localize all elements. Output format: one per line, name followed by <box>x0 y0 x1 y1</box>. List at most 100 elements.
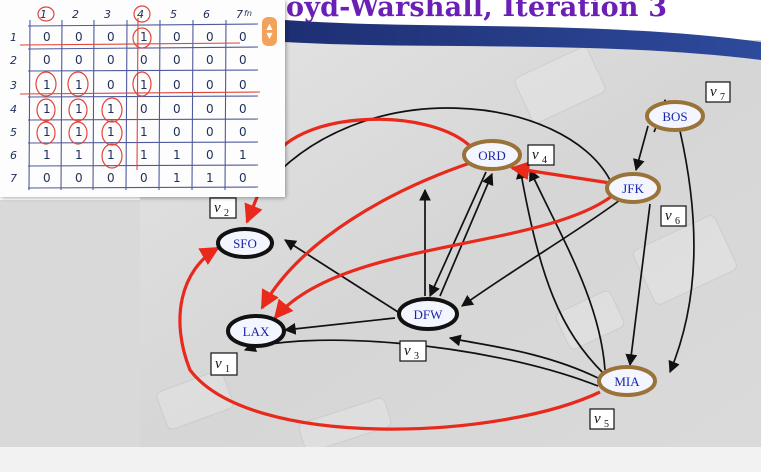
graph-node-jfk: JFK <box>607 174 659 202</box>
vertex-label-v6: v 6 <box>661 206 686 227</box>
matrix-cell: 0 <box>43 53 51 67</box>
matrix-cell: 0 <box>239 53 247 67</box>
matrix-cell: 0 <box>173 125 181 139</box>
matrix-cell: 0 <box>75 30 83 44</box>
matrix-cell: 0 <box>206 125 214 139</box>
svg-text:2: 2 <box>224 208 229 219</box>
svg-text:v: v <box>214 200 221 216</box>
matrix-cell: 0 <box>107 171 115 185</box>
matrix-cell: 0 <box>43 171 51 185</box>
matrix-cell: 0 <box>140 171 148 185</box>
col-header-7: 7 <box>236 8 243 21</box>
svg-text:v: v <box>215 356 222 372</box>
matrix-cell: 0 <box>239 102 247 116</box>
row-header-2: 2 <box>10 54 17 67</box>
matrix-cell: 0 <box>239 30 247 44</box>
row-header-3: 3 <box>10 79 17 92</box>
node-label-jfk: JFK <box>622 181 644 196</box>
vertex-label-v7: v 7 <box>706 82 730 103</box>
matrix-cell: 0 <box>173 102 181 116</box>
vertex-label-v2: v 2 <box>210 198 236 219</box>
matrix-cell: 1 <box>173 171 181 185</box>
matrix-cell: 1 <box>239 148 247 162</box>
col-header-3: 3 <box>104 8 111 21</box>
matrix-cell: 1 <box>107 125 115 139</box>
node-label-bos: BOS <box>662 109 687 124</box>
matrix-cell: 1 <box>75 102 83 116</box>
vertex-label-v1: v 1 <box>211 353 237 375</box>
graph-node-ord: ORD <box>464 141 520 169</box>
svg-text:5: 5 <box>604 419 609 430</box>
matrix-cell: 1 <box>43 78 51 92</box>
col-header-4: 4 <box>137 8 144 21</box>
svg-text:1: 1 <box>225 364 230 375</box>
matrix-cell: 1 <box>43 125 51 139</box>
node-label-lax: LAX <box>243 324 270 339</box>
matrix-cell: 0 <box>206 53 214 67</box>
graph-node-lax: LAX <box>228 316 284 346</box>
vertex-label-v5: v 5 <box>590 409 614 430</box>
matrix-cell: 0 <box>206 102 214 116</box>
graph-node-dfw: DFW <box>399 299 457 329</box>
matrix-cell: 1 <box>140 30 148 44</box>
matrix-cell: 0 <box>107 30 115 44</box>
matrix-cell: 1 <box>43 148 51 162</box>
matrix-cell: 0 <box>75 53 83 67</box>
graph-node-sfo: SFO <box>218 229 272 257</box>
node-label-mia: MIA <box>614 374 640 389</box>
matrix-cell: 1 <box>140 148 148 162</box>
col-header-6: 6 <box>203 8 210 21</box>
matrix-cell: 0 <box>239 125 247 139</box>
svg-text:v: v <box>594 411 601 427</box>
row-header-6: 6 <box>10 149 17 162</box>
graph-node-mia: MIA <box>599 367 655 395</box>
distance-matrix: 0 0 0 1 0 0 0 0 0 0 0 0 0 0 1 1 0 1 0 0 0 1 1 1 0 0 0 0 1 1 1 1 0 0 0 1 1 1 1 1… <box>43 30 247 185</box>
svg-text:7: 7 <box>720 92 725 103</box>
matrix-cell: 1 <box>140 125 148 139</box>
col-header-5: 5 <box>170 8 177 21</box>
svg-text:v: v <box>665 208 672 224</box>
svg-text:v: v <box>710 84 717 100</box>
bottom-strip <box>0 447 761 472</box>
matrix-cell: 1 <box>43 102 51 116</box>
matrix-cell: 0 <box>43 30 51 44</box>
col-header-extra: fn <box>244 9 252 18</box>
node-label-ord: ORD <box>478 148 505 163</box>
matrix-cell: 0 <box>173 53 181 67</box>
matrix-cell: 0 <box>206 78 214 92</box>
node-label-sfo: SFO <box>233 236 257 251</box>
matrix-cell: 0 <box>75 171 83 185</box>
row-header-7: 7 <box>10 172 17 185</box>
matrix-cell: 0 <box>107 53 115 67</box>
chevron-up-down-icon[interactable]: ▲▼ <box>262 17 277 46</box>
svg-text:6: 6 <box>675 216 680 227</box>
vertex-label-v3: v 3 <box>400 341 426 362</box>
matrix-cell: 0 <box>173 78 181 92</box>
matrix-cell: 1 <box>75 125 83 139</box>
matrix-cell: 1 <box>75 148 83 162</box>
svg-text:v: v <box>404 343 411 359</box>
matrix-cell: 0 <box>140 102 148 116</box>
matrix-cell: 0 <box>239 78 247 92</box>
row-header-5: 5 <box>10 126 17 139</box>
matrix-cell: 1 <box>75 78 83 92</box>
slide-title: oyd-Warshall, Iteration 3 <box>286 0 667 23</box>
matrix-cell: 1 <box>107 102 115 116</box>
row-header-1: 1 <box>10 31 17 44</box>
matrix-cell: 0 <box>206 30 214 44</box>
matrix-cell: 1 <box>107 148 115 162</box>
col-header-2: 2 <box>72 8 79 21</box>
matrix-cell: 0 <box>206 148 214 162</box>
svg-text:v: v <box>532 147 539 163</box>
node-label-dfw: DFW <box>414 307 444 322</box>
matrix-cell: 0 <box>140 53 148 67</box>
matrix-cell: 0 <box>239 171 247 185</box>
matrix-cell: 1 <box>206 171 214 185</box>
vertex-label-v4: v 4 <box>528 145 554 166</box>
matrix-cell: 1 <box>140 78 148 92</box>
matrix-cell: 1 <box>173 148 181 162</box>
graph-node-bos: BOS <box>647 102 703 130</box>
